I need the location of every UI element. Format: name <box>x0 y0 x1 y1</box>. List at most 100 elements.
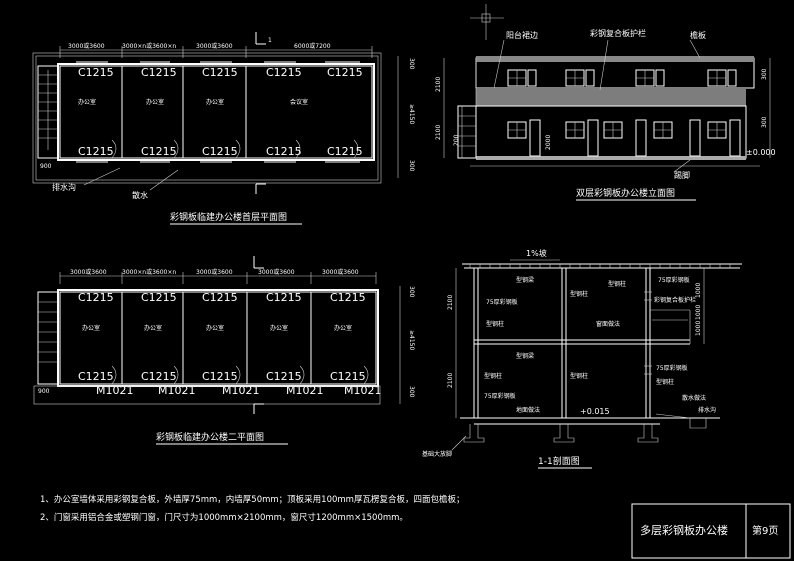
plan2-window-top-3: C1215 <box>202 291 238 304</box>
section-level: +0.015 <box>580 407 610 416</box>
elevation-dim-left-1: 2100 <box>435 77 442 92</box>
note-1: 1、办公室墙体采用彩钢复合板，外墙厚75mm，内墙厚50mm；顶板采用100mm… <box>40 494 464 505</box>
plan2-window-bottom-3: C1215 <box>202 370 238 383</box>
front-elevation: 阳台裙边 彩钢复合板护栏 檐板 踢脚 ±0.000 2100 2100 200 … <box>435 4 776 201</box>
plan2-caption: 彩钢板临建办公楼二平面图 <box>156 431 264 443</box>
plan1-window-top-3: C1215 <box>202 66 238 79</box>
plan1-label-apron: 散水 <box>132 190 148 200</box>
plan2-dim-right-2: ≥4150 <box>408 330 415 350</box>
section-label-6: 彩钢复合板护栏 <box>654 296 696 304</box>
section-label-7: 型钢柱 <box>608 280 626 288</box>
plan2-room-5: 办公室 <box>334 324 352 332</box>
plan2-dim-top-2: 3000×n或3600×n <box>122 268 176 276</box>
plan2-dim-left: 900 <box>38 388 50 395</box>
section-1-1: 1%坡 型钢梁 75厚彩钢板 型钢柱 型钢柱 75厚彩钢板 彩钢复合板护栏 型钢… <box>422 248 742 469</box>
plan1-dim-top-3: 3000或3600 <box>196 42 233 50</box>
elevation-label-skirting: 踢脚 <box>674 170 690 180</box>
note-2: 2、门窗采用铝合金或塑钢门窗，门尺寸为1000mm×2100mm，窗尺寸1200… <box>40 512 408 523</box>
section-label-16: 散水做法 <box>682 394 706 402</box>
section-label-18: 基础大放脚 <box>422 450 452 458</box>
plan1-room-4: 会议室 <box>290 98 308 106</box>
plan2-dim-top-3: 3000或3600 <box>196 268 233 276</box>
section-label-15: 地面做法 <box>516 406 540 414</box>
section-label-8: 窗面做法 <box>596 320 620 328</box>
plan1-window-top-5: C1215 <box>327 66 363 79</box>
plan2-room-4: 办公室 <box>270 324 288 332</box>
plan2-room-2: 办公室 <box>144 324 162 332</box>
section-caption: 1-1剖面图 <box>538 455 580 467</box>
plan1-dim-top-4: 6000或7200 <box>294 42 331 50</box>
plan2-door-4: M1021 <box>286 384 324 397</box>
plan2-window-bottom-5: C1215 <box>330 370 366 383</box>
second-floor-plan: 3000或3600 3000×n或3600×n 3000或3600 3000或3… <box>33 256 415 445</box>
section-label-9: 型钢梁 <box>516 352 534 360</box>
plan2-dim-top-5: 3000或3600 <box>322 268 359 276</box>
plan1-dim-right-1: 300 <box>408 58 415 70</box>
plan2-window-top-1: C1215 <box>78 291 114 304</box>
plan2-door-5: M1021 <box>344 384 382 397</box>
plan2-window-bottom-4: C1215 <box>266 370 302 383</box>
section-label-17: 排水沟 <box>698 406 716 414</box>
plan1-window-bottom-5: C1215 <box>327 145 363 158</box>
elevation-label-eave: 檐板 <box>690 30 706 40</box>
elevation-dim-right-2: 300 <box>761 116 768 128</box>
plan1-dim-left: 900 <box>40 163 52 170</box>
plan1-label-drain: 排水沟 <box>52 182 76 192</box>
section-label-3: 型钢柱 <box>486 320 504 328</box>
plan2-dim-right-3: 300 <box>408 386 415 398</box>
section-roof-slope: 1%坡 <box>526 248 547 258</box>
elevation-dim-inner-2: 2000 <box>545 135 552 150</box>
section-label-10: 型钢柱 <box>484 372 502 380</box>
section-dim-left-2: 2100 <box>447 373 454 388</box>
plan2-room-3: 办公室 <box>206 324 224 332</box>
plan1-room-1: 办公室 <box>78 98 96 106</box>
plan1-window-bottom-3: C1215 <box>202 145 238 158</box>
plan2-window-top-4: C1215 <box>266 291 302 304</box>
plan2-dim-top-1: 3000或3600 <box>70 268 107 276</box>
plan1-room-2: 办公室 <box>146 98 164 106</box>
title-block: 多层彩钢板办公楼 第9页 <box>631 503 791 559</box>
elevation-upper-windows <box>507 69 737 87</box>
section-label-4: 型钢柱 <box>570 290 588 298</box>
plan2-window-top-2: C1215 <box>141 291 177 304</box>
plan1-window-bottom-2: C1215 <box>141 145 177 158</box>
elevation-label-balcony-skirt: 阳台裙边 <box>506 30 538 40</box>
plan2-dim-top-4: 3000或3600 <box>258 268 295 276</box>
plan2-dim-right-1: 300 <box>408 286 415 298</box>
svg-text:1: 1 <box>268 37 272 44</box>
section-label-14: 型钢柱 <box>656 378 674 386</box>
plan1-window-bottom-4: C1215 <box>266 145 302 158</box>
section-label-5: 75厚彩钢板 <box>658 276 690 284</box>
section-dim-right-1: 1000 <box>695 283 702 298</box>
plan2-door-1: M1021 <box>96 384 134 397</box>
plan1-dim-right-3: 300 <box>408 160 415 172</box>
plan1-caption: 彩钢板临建办公楼首层平面图 <box>170 211 287 223</box>
section-label-1: 型钢梁 <box>516 276 534 284</box>
section-dim-right-3: 1000 <box>695 321 702 336</box>
plan1-dim-top-1: 3000或3600 <box>68 42 105 50</box>
section-label-12: 75厚彩钢板 <box>484 392 516 400</box>
plan1-window-top-4: C1215 <box>266 66 302 79</box>
plan2-room-1: 办公室 <box>82 324 100 332</box>
title-block-page: 第9页 <box>752 524 778 537</box>
title-block-title: 多层彩钢板办公楼 <box>640 523 728 537</box>
elevation-dim-inner-1: 200 <box>453 134 460 146</box>
section-label-11: 型钢柱 <box>570 372 588 380</box>
elevation-level: ±0.000 <box>746 148 776 157</box>
ground-floor-plan: 3000或3600 3000×n或3600×n 3000或3600 6000或7… <box>32 32 415 225</box>
plan2-window-top-5: C1215 <box>330 291 366 304</box>
section-label-13: 75厚彩钢板 <box>656 364 688 372</box>
section-label-2: 75厚彩钢板 <box>486 298 518 306</box>
elevation-label-railing: 彩钢复合板护栏 <box>590 28 646 38</box>
elevation-caption: 双层彩钢板办公楼立面图 <box>576 187 675 199</box>
section-dim-left-1: 2100 <box>447 295 454 310</box>
plan1-window-top-1: C1215 <box>78 66 114 79</box>
plan1-dim-right-2: ≥4150 <box>408 104 415 124</box>
plan1-window-top-2: C1215 <box>141 66 177 79</box>
plan2-door-3: M1021 <box>222 384 260 397</box>
plan2-door-2: M1021 <box>158 384 196 397</box>
plan1-room-3: 办公室 <box>206 98 224 106</box>
plan1-dim-top-2: 3000×n或3600×n <box>122 42 176 50</box>
elevation-lower-windows <box>507 119 741 157</box>
